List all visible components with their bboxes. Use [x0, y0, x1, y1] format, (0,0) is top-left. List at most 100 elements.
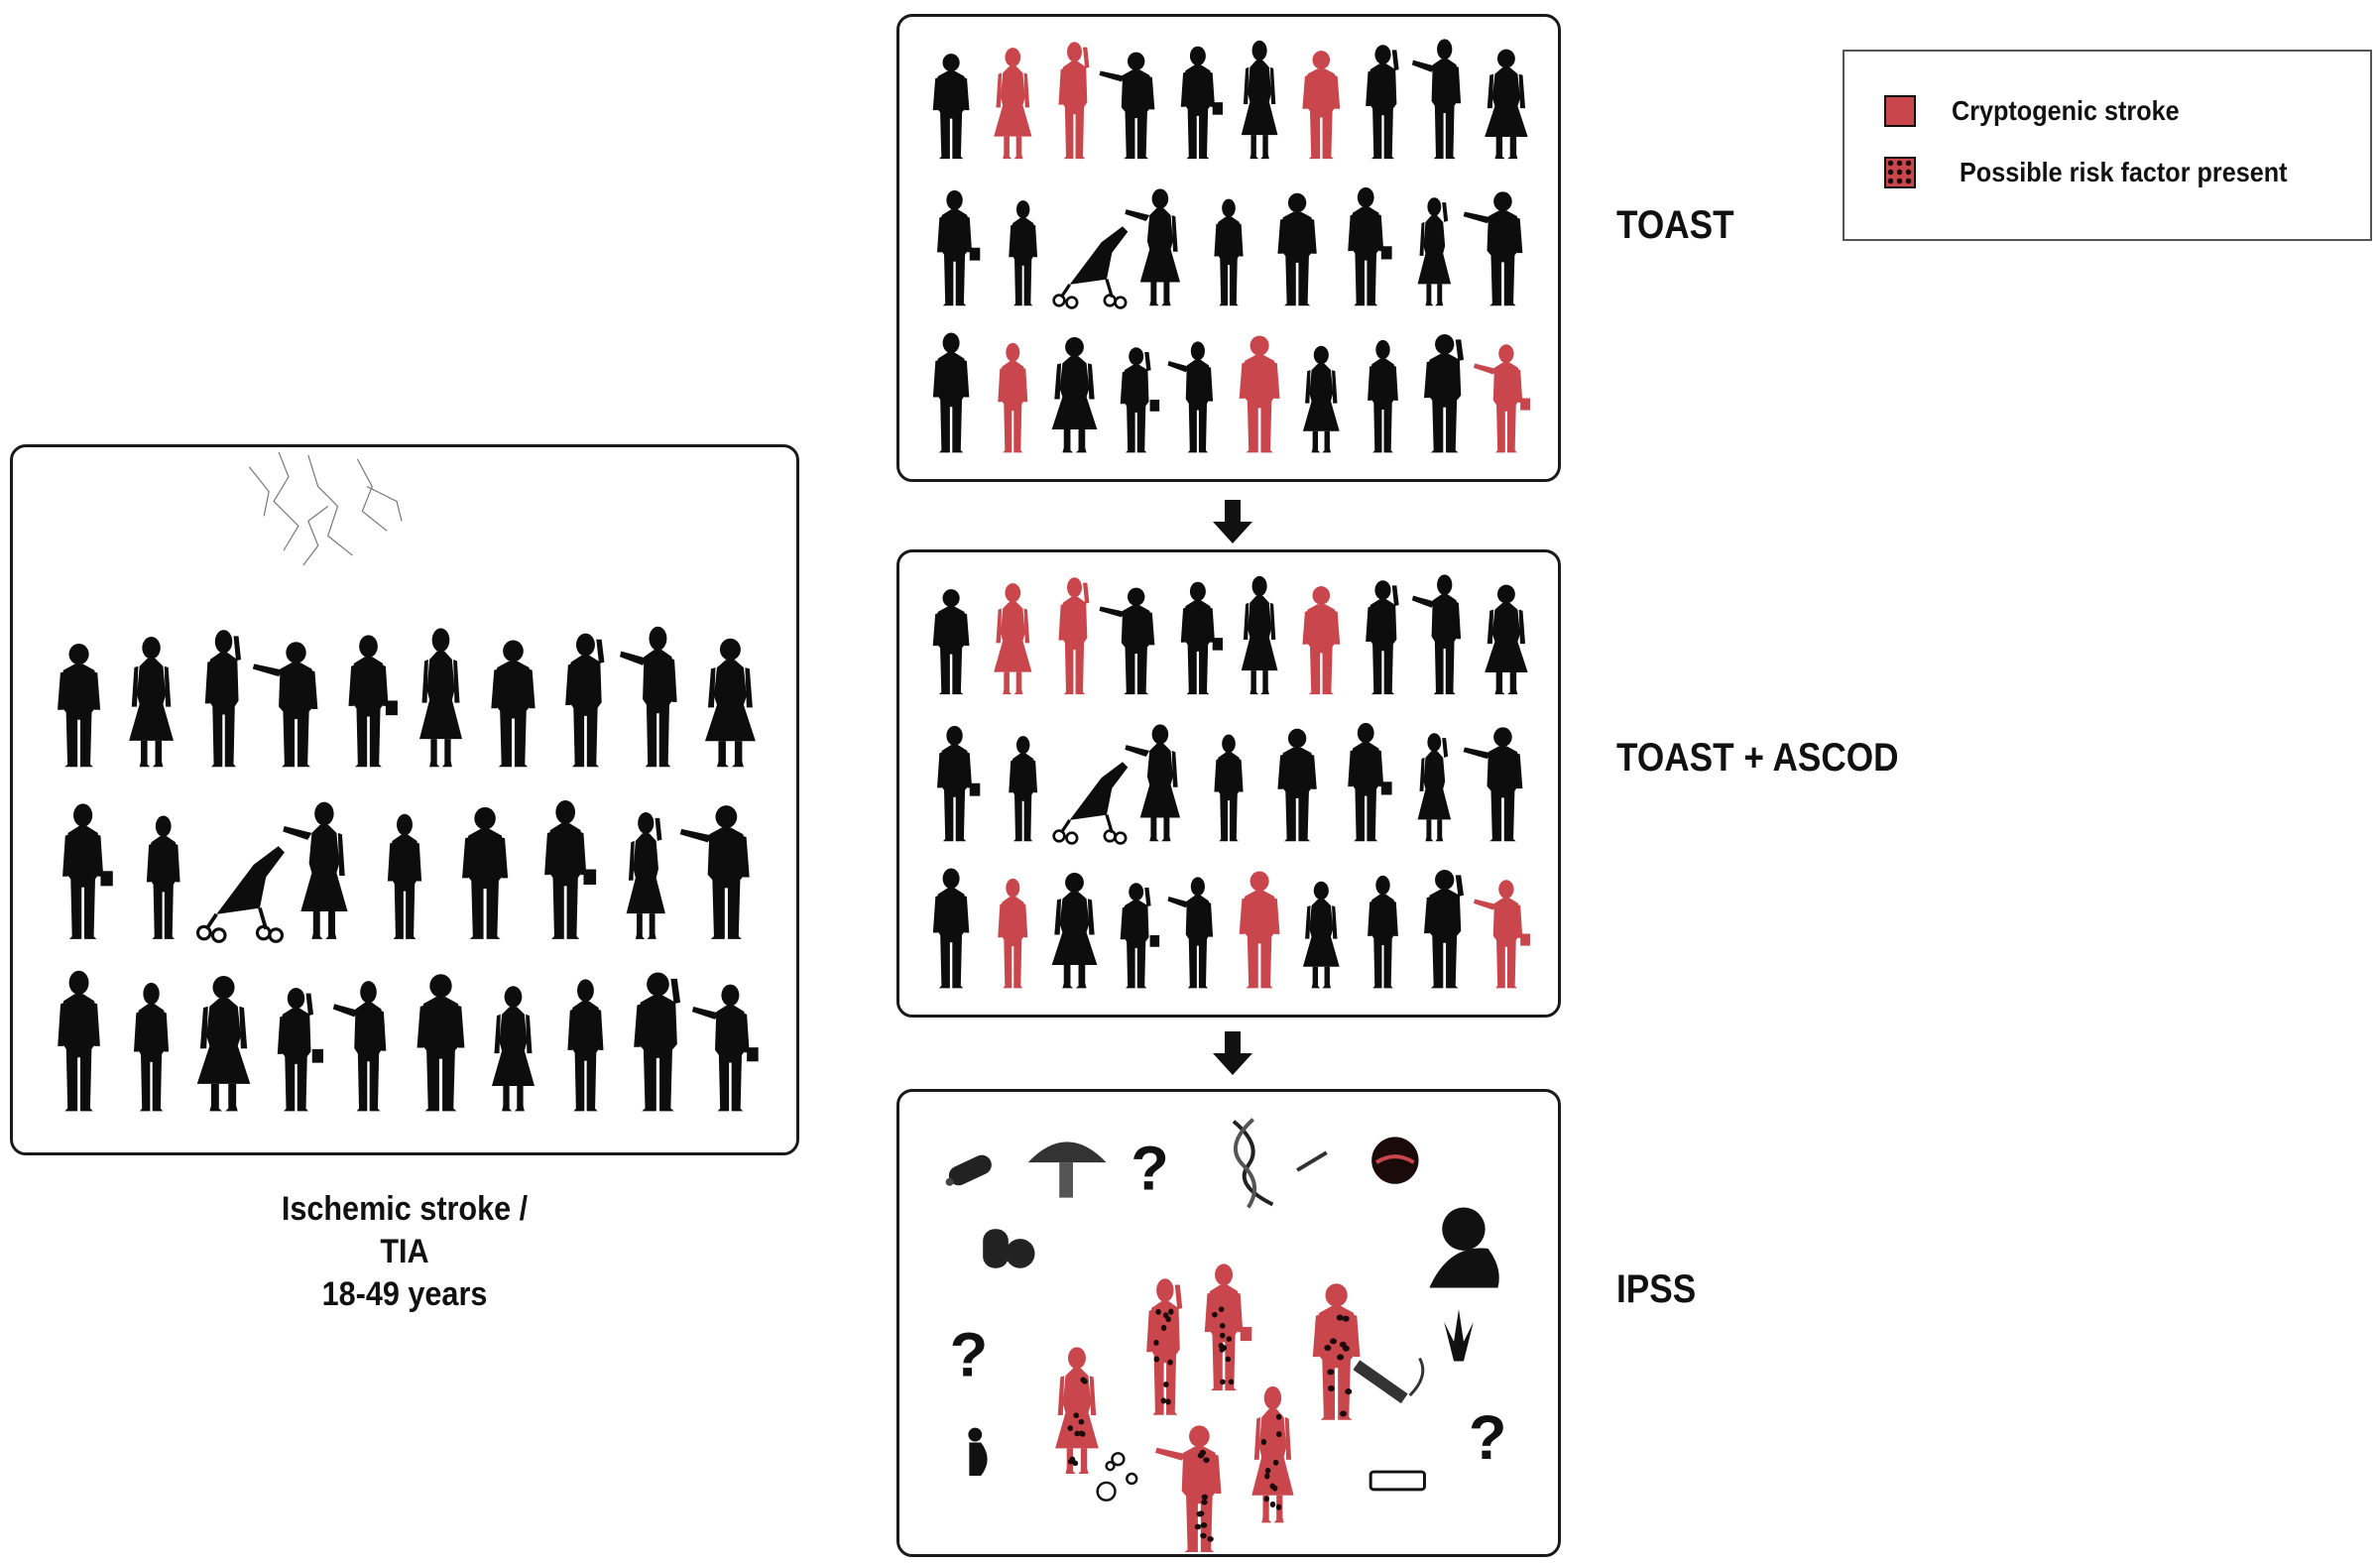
legend-swatch-dotted	[1884, 157, 1916, 188]
stroller-figure	[1052, 226, 1129, 309]
person-figure	[1424, 333, 1465, 453]
distressed-person-icon	[1429, 1207, 1499, 1288]
person-figure	[146, 815, 180, 939]
question-mark-text: ?	[950, 1320, 989, 1389]
person-figure	[1277, 192, 1317, 306]
person-figure	[387, 813, 422, 939]
person-figure	[196, 975, 251, 1112]
person-figure	[679, 805, 750, 939]
person-figure	[1120, 883, 1160, 989]
person-figure	[416, 974, 465, 1112]
caption-line-1: Ischemic stroke /	[281, 1190, 529, 1228]
stage-label-toast: TOAST	[1616, 203, 1734, 247]
stage-label-ipss: IPSS	[1616, 1267, 1697, 1311]
person-figure	[491, 986, 536, 1112]
syringe-icon	[1296, 1150, 1328, 1172]
risk-factor-person	[1312, 1283, 1361, 1420]
cannabis-leaf-icon	[1444, 1309, 1474, 1362]
person-figure	[1474, 344, 1531, 453]
down-arrow-2	[1213, 1031, 1252, 1075]
stroller-figure	[1052, 762, 1129, 845]
person-figure	[1348, 186, 1392, 306]
pregnant-woman-icon	[968, 1427, 988, 1477]
person-figure	[544, 799, 597, 939]
person-figure	[1241, 40, 1278, 160]
person-figure	[277, 988, 324, 1112]
drug-capsule-icon	[945, 1154, 992, 1186]
person-figure	[1411, 574, 1462, 695]
cigarette-icon	[1353, 1357, 1425, 1404]
person-figure	[491, 640, 536, 768]
toast-panel	[896, 14, 1561, 482]
left-population-panel	[10, 444, 799, 1155]
arrow-shape	[1213, 500, 1252, 543]
person-figure	[994, 48, 1032, 160]
person-figure	[1239, 871, 1280, 989]
person-figure	[932, 868, 970, 989]
person-figure	[348, 635, 398, 768]
person-figure	[1167, 341, 1214, 453]
person-figure	[620, 626, 677, 768]
person-figure	[1485, 49, 1528, 160]
person-figure	[932, 332, 970, 453]
person-figure	[932, 54, 970, 160]
person-figure	[462, 806, 509, 939]
person-figure	[1180, 581, 1223, 695]
risk-factor-person	[1155, 1425, 1222, 1553]
person-figure	[1120, 347, 1160, 453]
mushroom-icon	[1027, 1142, 1107, 1198]
person-figure	[283, 801, 348, 939]
person-figure	[1368, 339, 1398, 453]
person-figure	[1058, 42, 1090, 160]
legend-label: Cryptogenic stroke	[1952, 95, 2180, 126]
person-figure	[62, 803, 113, 939]
person-figure	[1125, 188, 1181, 306]
person-figure	[1411, 39, 1462, 160]
person-figure	[1463, 727, 1523, 842]
toast-ascod-population	[932, 574, 1531, 989]
person-figure	[691, 984, 759, 1112]
legend-label: Possible risk factor present	[1960, 157, 2288, 187]
person-figure	[1214, 734, 1244, 842]
person-figure	[634, 972, 681, 1112]
caption-line-3: 18-49 years	[321, 1275, 488, 1313]
person-figure	[129, 637, 174, 768]
person-figure	[565, 633, 605, 768]
legend-item-cryptogenic: Cryptogenic stroke	[1884, 95, 2204, 127]
toast-ascod-panel	[896, 549, 1561, 1018]
person-figure	[937, 189, 981, 306]
person-figure	[1051, 872, 1098, 989]
person-figure	[1474, 880, 1531, 989]
person-figure	[626, 812, 665, 939]
pills-icon	[983, 1229, 1035, 1268]
risk-factor-person	[1204, 1263, 1252, 1391]
caption-line-2: TIA	[380, 1233, 429, 1270]
legend: Cryptogenic stroke Possible risk factor …	[1843, 50, 2372, 241]
stage-label-toast-ascod: TOAST + ASCOD	[1616, 736, 1899, 780]
person-figure	[998, 878, 1028, 989]
left-caption: Ischemic stroke / TIA 18-49 years	[157, 1188, 653, 1316]
blood-vessel-icon	[1371, 1137, 1419, 1184]
arrow-shape	[1213, 1031, 1252, 1075]
person-figure	[252, 642, 318, 768]
person-figure	[1302, 881, 1340, 989]
person-figure	[567, 979, 604, 1112]
person-figure	[1167, 877, 1214, 989]
person-figure	[204, 630, 242, 768]
person-figure	[937, 725, 981, 842]
person-figure	[58, 643, 101, 768]
person-figure	[1424, 869, 1465, 989]
toast-population	[932, 39, 1531, 453]
person-figure	[133, 982, 170, 1112]
population-figure	[58, 451, 759, 1112]
person-figure	[1366, 580, 1399, 695]
person-figure	[1277, 728, 1317, 842]
person-figure	[1009, 736, 1038, 842]
legend-swatch-solid	[1884, 95, 1916, 127]
person-figure	[1214, 198, 1244, 306]
person-figure	[1051, 336, 1098, 453]
question-mark-text: ?	[1130, 1135, 1169, 1204]
question-mark-text: ?	[1469, 1403, 1507, 1473]
ipss-panel: ???	[896, 1089, 1561, 1557]
person-figure	[1241, 575, 1278, 695]
